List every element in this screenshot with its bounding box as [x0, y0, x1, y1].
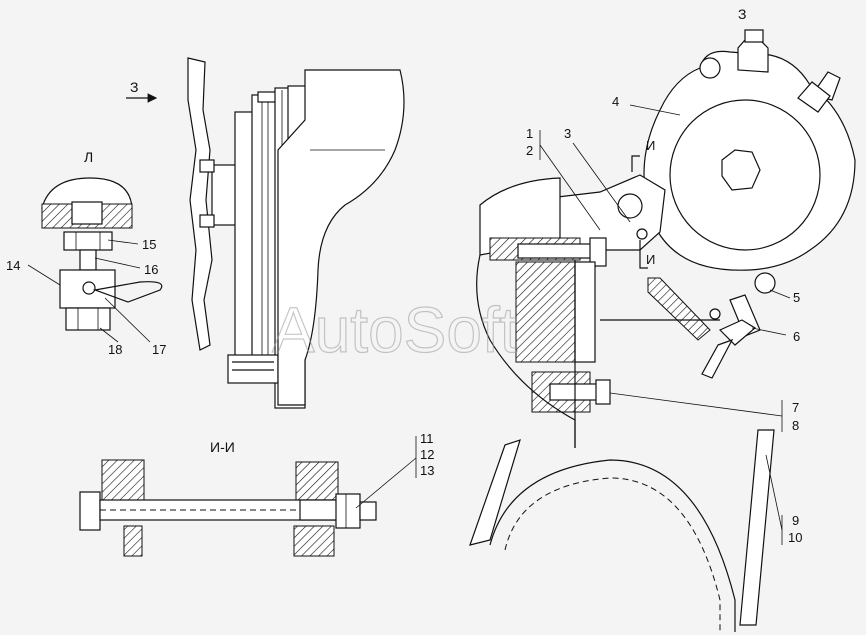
callout-6: 6: [793, 329, 800, 344]
leader-lines: [27, 104, 791, 545]
view-z-label: З: [738, 6, 746, 22]
view-z-pump-mounting: З: [469, 6, 856, 632]
callout-16: 16: [144, 262, 158, 277]
callout-10: 10: [788, 530, 802, 545]
callout-5: 5: [793, 290, 800, 305]
callout-2: 2: [526, 143, 533, 158]
detail-l-label: Л: [84, 149, 93, 165]
detail-l-tensioner: Л: [41, 149, 163, 331]
section-mark-upper: И: [646, 138, 655, 153]
callout-12: 12: [420, 447, 434, 462]
callout-8: 8: [792, 418, 799, 433]
callout-14: 14: [6, 258, 20, 273]
callout-3: 3: [564, 126, 571, 141]
callout-1: 1: [526, 126, 533, 141]
callout-15: 15: [142, 237, 156, 252]
callout-4: 4: [612, 94, 619, 109]
callout-7: 7: [792, 400, 799, 415]
callout-17: 17: [152, 342, 166, 357]
callout-9: 9: [792, 513, 799, 528]
section-mark-lower: И: [646, 252, 655, 267]
watermark: AutoSoft: [272, 294, 518, 366]
callout-labels: 1 2 3 4 5 6 7 8 9 10 11 12 13 14 15 16 1…: [6, 94, 802, 545]
callout-13: 13: [420, 463, 434, 478]
view-arrow-label: З: [130, 79, 138, 95]
view-arrow-z: З: [126, 79, 158, 103]
callout-11: 11: [420, 431, 434, 446]
callout-18: 18: [108, 342, 122, 357]
section-ii-label: И-И: [210, 439, 235, 455]
section-ii-bolt: И-И: [79, 439, 377, 557]
side-view-pulley-assembly: [187, 57, 405, 409]
